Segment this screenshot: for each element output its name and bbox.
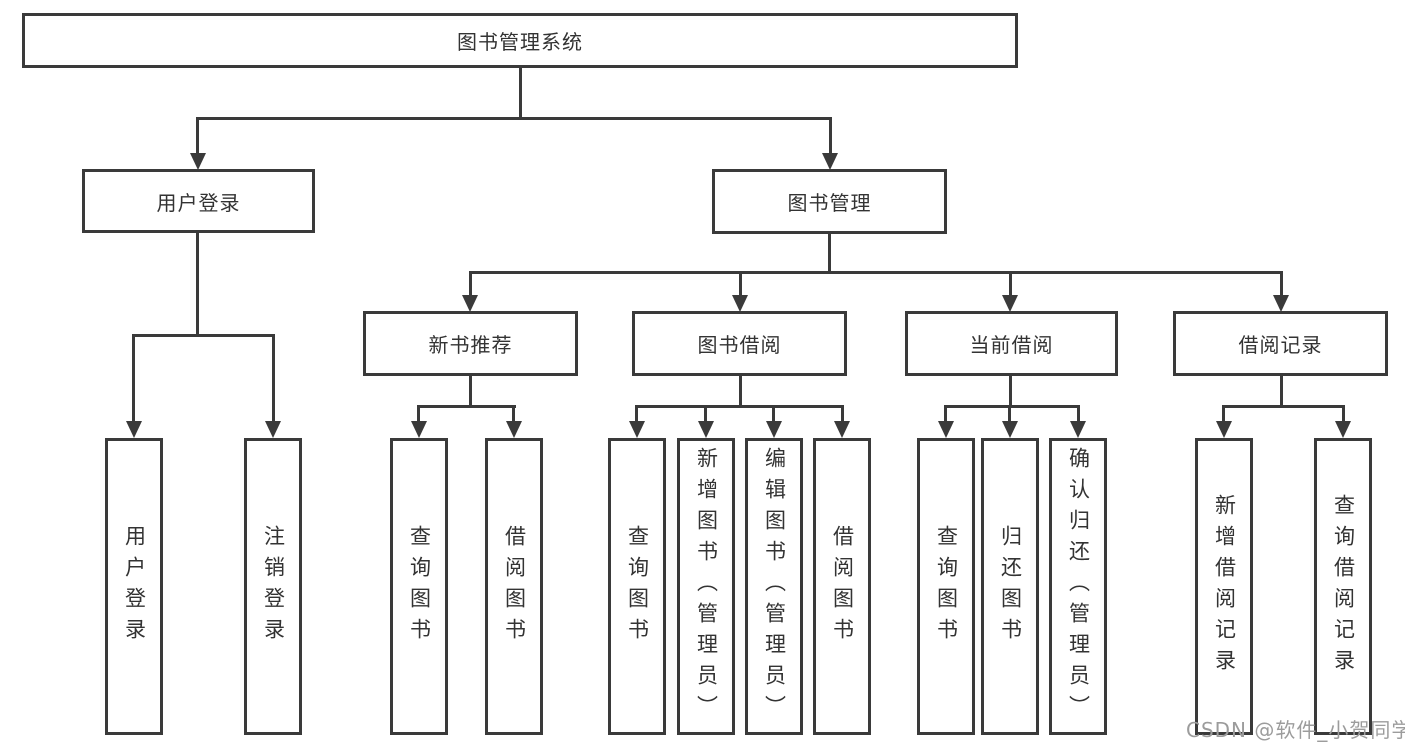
node-label: 图书借阅 — [697, 333, 782, 357]
connector-line — [417, 405, 420, 425]
arrow-down-icon — [126, 421, 142, 438]
node-label: 用户登录 — [122, 524, 147, 649]
connector-line — [1009, 376, 1012, 408]
connector-line — [739, 376, 742, 408]
connector-line — [1222, 405, 1345, 408]
node-return-books: 归还图书 — [981, 438, 1039, 735]
connector-line — [1077, 405, 1080, 425]
connector-line — [635, 405, 638, 425]
connector-line — [512, 405, 515, 425]
connector-line — [829, 117, 832, 155]
connector-line — [1009, 271, 1012, 299]
connector-line — [704, 405, 707, 425]
arrow-down-icon — [1002, 295, 1018, 312]
arrow-down-icon — [1335, 421, 1351, 438]
node-label: 编辑图书（管理员） — [762, 447, 787, 726]
arrow-down-icon — [629, 421, 645, 438]
node-label: 注销登录 — [261, 524, 286, 649]
connector-line — [1342, 405, 1345, 425]
arrow-down-icon — [1216, 421, 1232, 438]
connector-line — [272, 334, 275, 424]
node-label: 查询图书 — [934, 524, 959, 649]
arrow-down-icon — [732, 295, 748, 312]
node-label: 新增图书（管理员） — [694, 447, 719, 726]
node-book-management: 图书管理 — [712, 169, 947, 234]
node-label: 确认归还（管理员） — [1066, 447, 1091, 726]
node-label: 查询图书 — [625, 524, 650, 649]
arrow-down-icon — [462, 295, 478, 312]
connector-line — [828, 234, 831, 274]
node-user-login-leaf: 用户登录 — [105, 438, 163, 735]
node-label: 图书管理系统 — [457, 30, 583, 54]
arrow-down-icon — [698, 421, 714, 438]
node-label: 用户登录 — [156, 190, 241, 215]
connector-line — [1008, 405, 1011, 425]
arrow-down-icon — [822, 153, 838, 170]
connector-line — [944, 405, 947, 425]
arrow-down-icon — [834, 421, 850, 438]
connector-line — [132, 334, 135, 424]
connector-line — [739, 271, 742, 299]
node-logout: 注销登录 — [244, 438, 302, 735]
connector-line — [469, 271, 1283, 274]
node-add-books-admin: 新增图书（管理员） — [677, 438, 735, 735]
node-label: 当前借阅 — [969, 333, 1054, 357]
node-confirm-return-admin: 确认归还（管理员） — [1049, 438, 1107, 735]
node-label: 新书推荐 — [428, 333, 513, 357]
node-label: 新增借阅记录 — [1212, 493, 1237, 680]
arrow-down-icon — [190, 153, 206, 170]
connector-line — [635, 405, 844, 408]
connector-line — [1280, 376, 1283, 408]
node-query-borrow-record: 查询借阅记录 — [1314, 438, 1372, 735]
connector-line — [469, 376, 472, 408]
arrow-down-icon — [265, 421, 281, 438]
node-book-borrow: 图书借阅 — [632, 311, 847, 376]
node-library-management-system: 图书管理系统 — [22, 13, 1018, 68]
connector-line — [1222, 405, 1225, 425]
node-add-borrow-record: 新增借阅记录 — [1195, 438, 1253, 735]
connector-line — [196, 117, 832, 120]
node-label: 借阅记录 — [1238, 333, 1323, 357]
arrow-down-icon — [506, 421, 522, 438]
node-query-books-borrow: 查询图书 — [608, 438, 666, 735]
watermark: CSDN @软件_小贺同学 — [1186, 718, 1405, 742]
node-borrow-books: 借阅图书 — [813, 438, 871, 735]
node-label: 归还图书 — [998, 524, 1023, 649]
node-label: 查询图书 — [407, 524, 432, 649]
node-borrow-books-recommend: 借阅图书 — [485, 438, 543, 735]
node-query-books-current: 查询图书 — [917, 438, 975, 735]
node-borrow-record: 借阅记录 — [1173, 311, 1388, 376]
node-user-login: 用户登录 — [82, 169, 315, 233]
node-current-borrow: 当前借阅 — [905, 311, 1118, 376]
node-new-book-recommend: 新书推荐 — [363, 311, 578, 376]
connector-line — [132, 334, 275, 337]
node-query-books-recommend: 查询图书 — [390, 438, 448, 735]
node-label: 借阅图书 — [502, 524, 527, 649]
arrow-down-icon — [766, 421, 782, 438]
node-label: 查询借阅记录 — [1331, 493, 1356, 680]
arrow-down-icon — [411, 421, 427, 438]
connector-line — [1280, 271, 1283, 299]
arrow-down-icon — [1273, 295, 1289, 312]
connector-line — [196, 233, 199, 337]
arrow-down-icon — [1002, 421, 1018, 438]
connector-line — [772, 405, 775, 425]
arrow-down-icon — [938, 421, 954, 438]
connector-line — [469, 271, 472, 299]
node-edit-books-admin: 编辑图书（管理员） — [745, 438, 803, 735]
connector-line — [196, 117, 199, 155]
node-label: 借阅图书 — [830, 524, 855, 649]
arrow-down-icon — [1070, 421, 1086, 438]
node-label: 图书管理 — [787, 191, 872, 215]
connector-line — [417, 405, 516, 408]
connector-line — [841, 405, 844, 425]
connector-line — [519, 68, 522, 120]
connector-line — [944, 405, 1080, 408]
